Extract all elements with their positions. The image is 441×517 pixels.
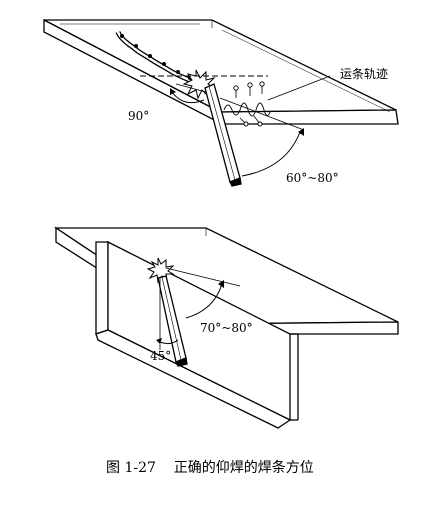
- top-diagram: [43, 18, 399, 187]
- top-label-motion: 运条轨迹: [340, 67, 388, 81]
- top-overhead-plate: [43, 18, 399, 126]
- bottom-arc-spark: [146, 257, 175, 284]
- bottom-vertical-plate: [95, 240, 299, 429]
- top-electrode: [204, 83, 242, 187]
- top-arc-60-80: [241, 131, 301, 177]
- top-label-60-80: 60°~80°: [286, 171, 339, 185]
- bottom-arc-70-80: [185, 283, 223, 319]
- motion-trajectory: [223, 75, 331, 127]
- bottom-diagram: [53, 226, 399, 429]
- figure-caption: 图 1-27 正确的仰焊的焊条方位: [106, 459, 314, 476]
- bottom-arc-45: [159, 339, 179, 345]
- weld-bead: [115, 30, 197, 85]
- bottom-reference-line-horizontal: [165, 267, 241, 287]
- bottom-label-45: 45°: [150, 349, 171, 363]
- bottom-label-70-80: 70°~80°: [200, 321, 253, 335]
- top-arc-90: [171, 91, 205, 104]
- top-label-90: 90°: [128, 109, 149, 123]
- bottom-electrode: [157, 275, 188, 367]
